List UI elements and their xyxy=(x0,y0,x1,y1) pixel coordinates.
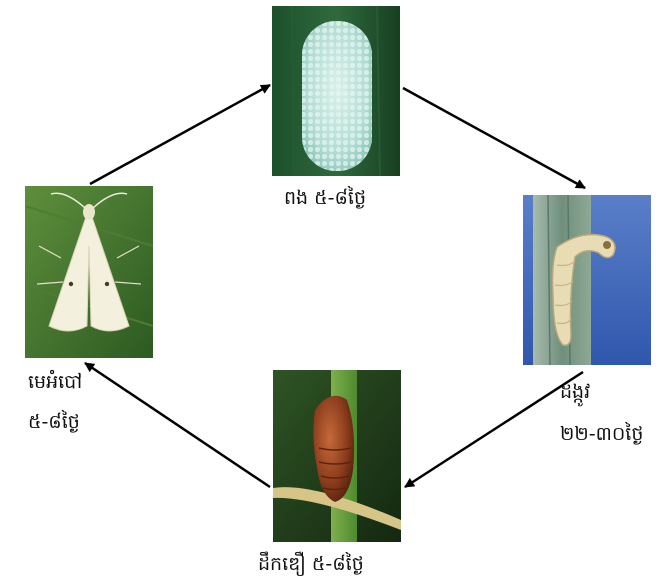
arrow-egg-to-larva xyxy=(403,88,585,188)
pupa-photo xyxy=(273,370,401,542)
arrow-pupa-to-adult xyxy=(85,363,270,487)
adult-moth-photo xyxy=(25,186,153,358)
arrow-larva-to-pupa xyxy=(405,372,583,487)
adult-stage-name: មេអំបៅ xyxy=(28,370,82,394)
egg-stage-label: ពង ៥-៨ថ្ងៃ xyxy=(284,186,366,210)
larva-stage-duration: ២២-៣០ថ្ងៃ xyxy=(560,422,643,446)
egg-mass-photo xyxy=(272,6,400,176)
larva-photo xyxy=(523,195,651,365)
arrow-adult-to-egg xyxy=(90,85,270,184)
pupa-stage-label: ដឹកឌឿ ៥-៨ថ្ងៃ xyxy=(258,552,364,576)
larva-stage-name: ដង្កូវ xyxy=(560,380,590,404)
adult-stage-duration: ៥-៨ថ្ងៃ xyxy=(28,410,80,434)
